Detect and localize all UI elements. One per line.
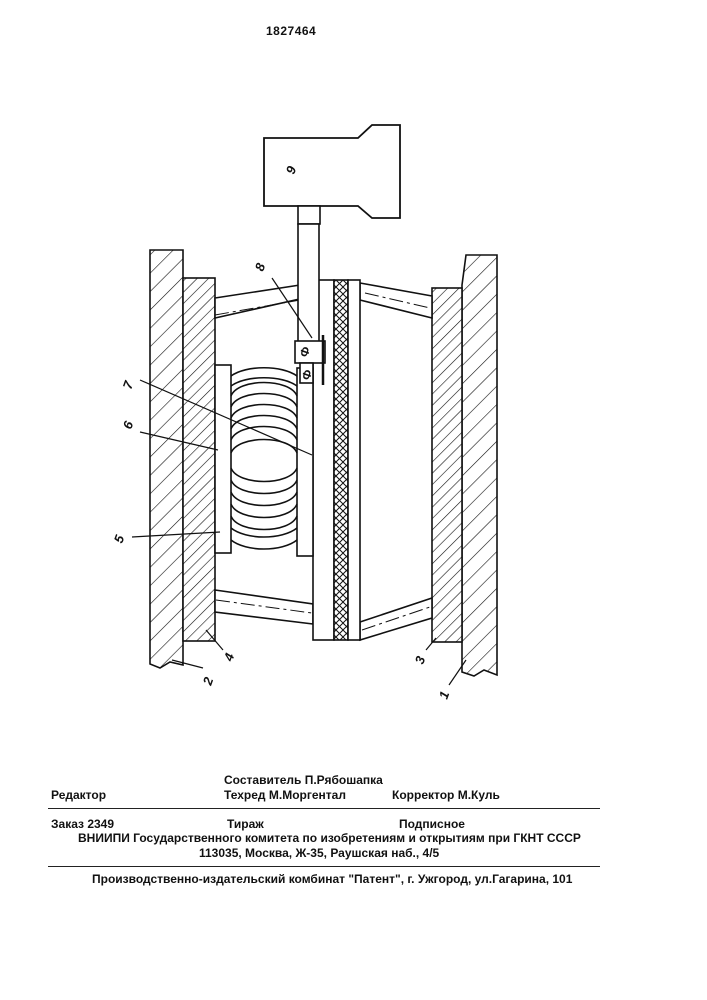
institute-line: ВНИИПИ Государственного комитета по изоб… bbox=[78, 831, 581, 845]
order-label: Заказ 2349 bbox=[51, 817, 114, 831]
divider-top bbox=[48, 808, 600, 809]
corrector-line: Корректор М.Куль bbox=[392, 788, 500, 802]
divider-bottom bbox=[48, 866, 600, 867]
techred-line: Техред М.Моргентал bbox=[224, 788, 346, 802]
subscription-label: Подписное bbox=[399, 817, 465, 831]
compiler-line: Составитель П.Рябошапка bbox=[224, 773, 383, 787]
editor-label: Редактор bbox=[51, 788, 106, 802]
address-line: 113035, Москва, Ж-35, Раушская наб., 4/5 bbox=[199, 846, 439, 860]
publisher-line: Производственно-издательский комбинат "П… bbox=[92, 872, 572, 886]
circulation-label: Тираж bbox=[227, 817, 264, 831]
